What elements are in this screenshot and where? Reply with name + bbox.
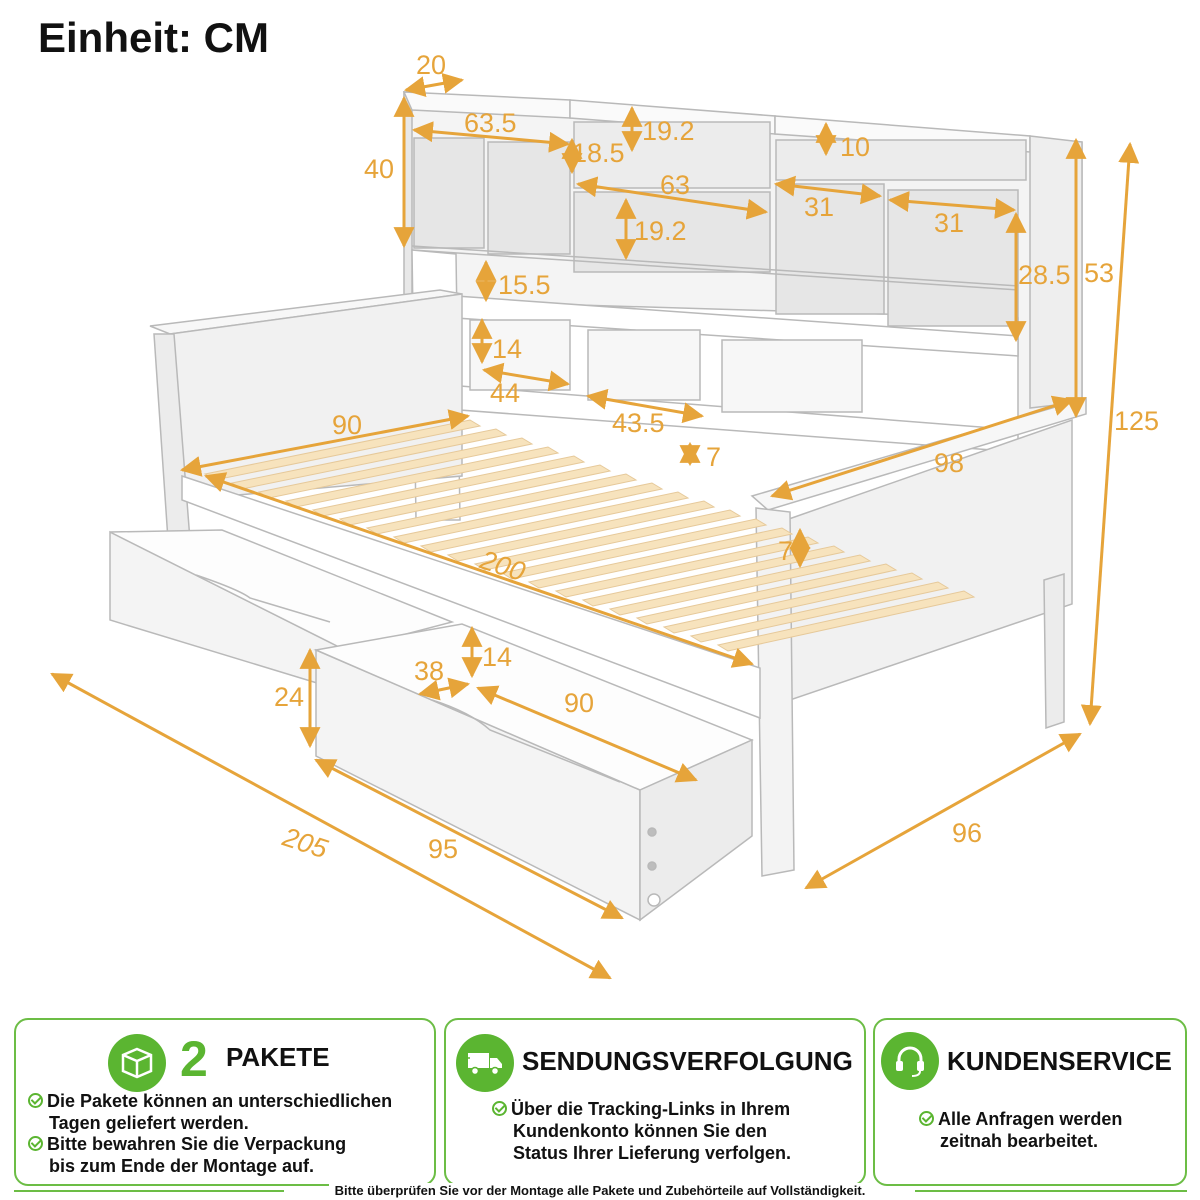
footer-rule-left xyxy=(14,1190,284,1192)
dim-shelf-depth: 20 xyxy=(416,50,446,80)
compartment-right-a xyxy=(775,183,885,315)
compartment-left-b xyxy=(487,141,571,255)
dim-drawer-height-inner: 14 xyxy=(482,642,512,672)
dim-shelf-bottom-gap: 15.5 xyxy=(498,270,551,300)
daybed-dimension-drawing: 20 63.5 19.2 18.5 10 40 63 31 31 19.2 15… xyxy=(50,50,1159,980)
dim-drawer-height: 24 xyxy=(274,682,304,712)
dim-shelf-mid-width: 63 xyxy=(660,170,690,200)
card-line: Tagen geliefert werden. xyxy=(49,1113,249,1133)
card-title-packages: PAKETE xyxy=(226,1042,330,1072)
backrest-slot-3 xyxy=(721,339,863,413)
right-back-leg xyxy=(1043,572,1065,730)
card-line: zeitnah bearbeitet. xyxy=(940,1131,1099,1151)
delivery-truck-icon xyxy=(456,1034,514,1092)
check-icon xyxy=(28,1136,43,1151)
right-front-leg xyxy=(755,507,795,877)
package-count: 2 xyxy=(180,1031,208,1087)
unit-title: Einheit: CM xyxy=(38,14,269,61)
footer-rule-right xyxy=(915,1190,1187,1192)
dim-shelf-side-height: 18.5 xyxy=(572,138,625,168)
card-line: bis zum Ende der Montage auf. xyxy=(49,1156,315,1176)
drawer-2-side xyxy=(639,738,753,922)
info-card-packages: 2 PAKETE Die Pakete können an unterschie… xyxy=(14,1018,436,1186)
dimension-lines xyxy=(50,72,1140,980)
footer-note: Bitte überprüfen Sie vor der Montage all… xyxy=(0,1183,1200,1199)
card-title-support: KUNDENSERVICE xyxy=(947,1046,1172,1076)
dim-shelf-left-width: 63.5 xyxy=(464,108,517,138)
dim-foot-gap: 7 xyxy=(778,536,793,566)
dim-drawer-inner-length: 90 xyxy=(564,688,594,718)
package-box-icon xyxy=(108,1034,166,1092)
dim-backrest-panel-a: 44 xyxy=(490,378,520,408)
check-icon xyxy=(919,1111,934,1126)
dim-drawer-wall: 38 xyxy=(414,656,444,686)
dim-rail-gap: 7 xyxy=(706,442,721,472)
info-card-tracking: SENDUNGSVERFOLGUNG Über die Tracking-Lin… xyxy=(444,1018,866,1186)
backrest-slot-2 xyxy=(587,329,701,401)
check-icon xyxy=(28,1093,43,1108)
dim-side-depth: 98 xyxy=(934,448,964,478)
dim-shelf-height-left: 40 xyxy=(364,154,394,184)
dim-shelf-right-top-height: 10 xyxy=(840,132,870,162)
dim-shelf-right-compartment-a: 31 xyxy=(804,192,834,222)
dim-backrest-gap: 14 xyxy=(492,334,522,364)
dimension-labels: 20 63.5 19.2 18.5 10 40 63 31 31 19.2 15… xyxy=(274,50,1159,864)
dim-shelf-total-height: 53 xyxy=(1084,258,1114,288)
dim-frame-height: 125 xyxy=(1114,406,1159,436)
dim-slat-width: 90 xyxy=(332,410,362,440)
card-line: Status Ihrer Lieferung verfolgen. xyxy=(513,1143,792,1163)
dim-total-length: 205 xyxy=(278,821,332,864)
check-icon xyxy=(492,1101,507,1116)
dim-shelf-right-compartment-b: 31 xyxy=(934,208,964,238)
dim-shelf-mid-height-b: 19.2 xyxy=(634,216,687,246)
card-line: Die Pakete können an unterschiedlichen xyxy=(28,1090,392,1113)
card-line: Alle Anfragen werden xyxy=(919,1108,1122,1131)
card-title-tracking: SENDUNGSVERFOLGUNG xyxy=(522,1046,853,1076)
dim-backrest-panel-b: 43.5 xyxy=(612,408,665,438)
dim-shelf-top-height-a: 19.2 xyxy=(642,116,695,146)
card-line: Bitte bewahren Sie die Verpackung xyxy=(28,1133,346,1156)
info-card-support: KUNDENSERVICE Alle Anfragen werden zeitn… xyxy=(873,1018,1187,1186)
dim-total-width: 96 xyxy=(952,818,982,848)
card-line: Kundenkonto können Sie den xyxy=(513,1121,768,1141)
dim-drawer-length: 95 xyxy=(428,834,458,864)
compartment-left-a xyxy=(413,137,485,249)
card-line: Über die Tracking-Links in Ihrem xyxy=(492,1098,790,1121)
headset-icon xyxy=(881,1032,939,1090)
compartment-right-top xyxy=(775,139,1027,181)
dim-shelf-inner-height: 28.5 xyxy=(1018,260,1071,290)
